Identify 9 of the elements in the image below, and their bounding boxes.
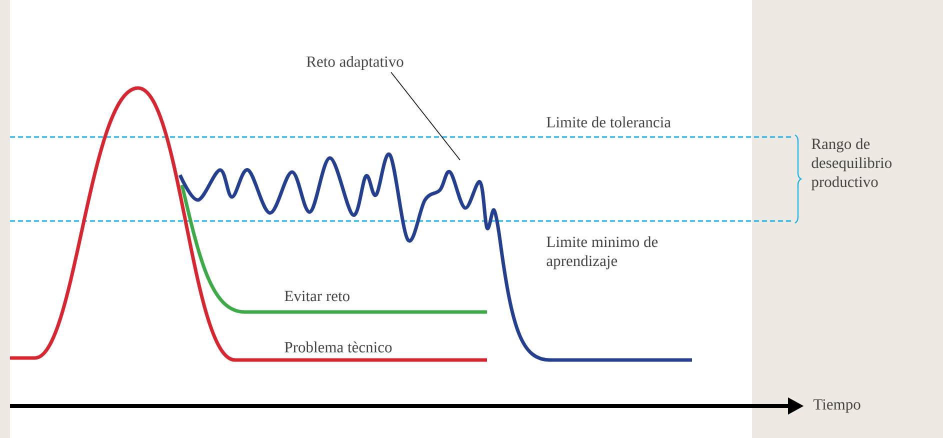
leader-line xyxy=(390,72,460,160)
label: Limite minimo de aprendizaje xyxy=(546,236,658,270)
label: Rango de desequilibrio productivo xyxy=(811,138,892,190)
callout-text: Reto adaptativo xyxy=(306,56,404,70)
label: Limite de tolerancia xyxy=(546,116,671,128)
label: Problema tècnico xyxy=(284,342,392,352)
curve-drawing xyxy=(178,153,692,362)
label: Tiempo xyxy=(813,399,860,413)
label: Evitar reto xyxy=(284,290,350,302)
